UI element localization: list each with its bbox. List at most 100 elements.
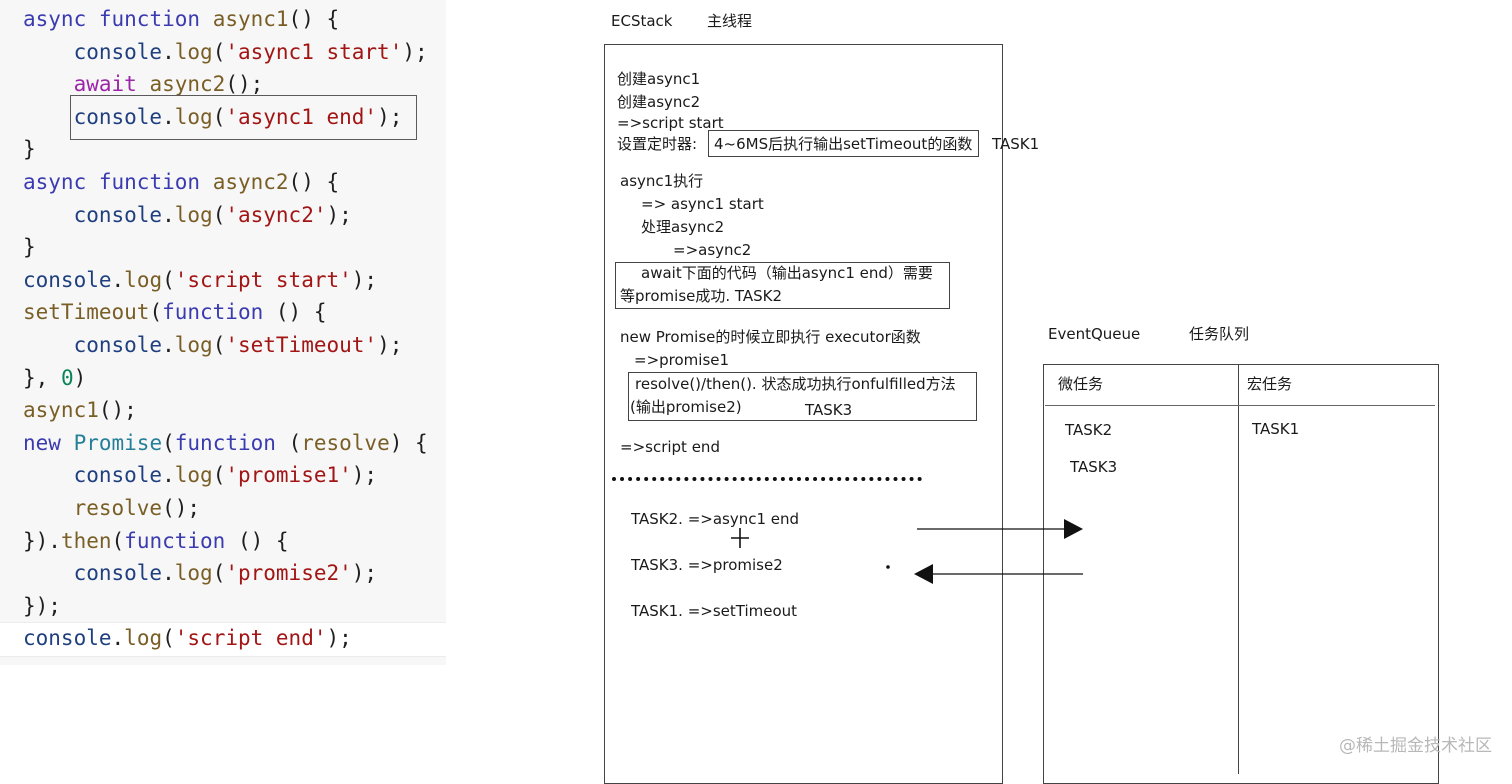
code-line: console.log('async2'); xyxy=(23,199,352,231)
dotted-separator xyxy=(612,477,922,481)
code-line: }, 0) xyxy=(23,362,86,394)
ecstack-title: ECStack xyxy=(611,12,673,30)
code-token: ( xyxy=(212,202,226,227)
watermark: @稀土掘金技术社区 xyxy=(1339,736,1492,756)
code-token: log xyxy=(174,463,213,488)
code-token: Promise xyxy=(73,430,163,455)
code-token: ); xyxy=(377,333,403,357)
code-token: () { xyxy=(288,7,340,31)
timer-box xyxy=(708,130,979,157)
arrow-from-queue xyxy=(914,564,1083,584)
code-token: 'script end' xyxy=(174,626,327,651)
task1-tag: TASK1 xyxy=(992,135,1040,153)
code-token: log xyxy=(174,561,213,586)
exec-task3: TASK3. =>promise2 xyxy=(631,556,783,574)
code-line: new Promise(function (resolve) { xyxy=(23,427,428,459)
code-token: 'async1 end' xyxy=(225,104,378,129)
code-token: function xyxy=(124,528,226,553)
code-line: }).then(function () { xyxy=(23,525,289,557)
stack-handle-async2: 处理async2 xyxy=(641,218,725,236)
code-token: () { xyxy=(263,300,327,325)
code-token: (); xyxy=(98,398,137,423)
code-token: 0 xyxy=(60,365,74,390)
code-token: ( xyxy=(162,267,175,292)
code-token: console xyxy=(73,202,163,227)
code-token: log xyxy=(174,39,213,64)
queue-column-divider xyxy=(1238,364,1239,774)
code-token: await xyxy=(73,72,137,97)
code-token: async1 xyxy=(212,7,289,31)
code-token: . xyxy=(162,333,175,357)
exec-task2: TASK2. =>async1 end xyxy=(631,510,800,528)
code-token: ( xyxy=(275,430,302,455)
code-token: . xyxy=(111,626,125,651)
code-line: console.log('setTimeout'); xyxy=(23,329,403,361)
code-line: resolve(); xyxy=(23,492,200,524)
code-token: function xyxy=(98,170,201,194)
stack-async2-out: =>async2 xyxy=(673,241,752,259)
code-token: console xyxy=(23,626,112,651)
code-token: 'setTimeout' xyxy=(225,333,378,357)
code-line: } xyxy=(23,231,36,263)
code-line: console.log('script start'); xyxy=(23,264,377,296)
stack-script-start: =>script start xyxy=(617,114,724,132)
code-line: async function async2() { xyxy=(23,166,339,198)
code-token: ( xyxy=(162,430,175,455)
task3-tag: TASK3 xyxy=(805,401,853,419)
code-token: console xyxy=(73,333,163,357)
code-token: 'promise1' xyxy=(225,463,352,488)
microtask-header: 微任务 xyxy=(1058,375,1104,393)
code-token: async2 xyxy=(212,170,289,194)
stack-new-promise: new Promise的时候立即执行 executor函数 xyxy=(620,328,921,346)
code-line: console.log('async1 start'); xyxy=(23,36,428,68)
code-token: (); xyxy=(162,496,201,520)
code-token: } xyxy=(23,137,36,162)
macrotask-item: TASK1 xyxy=(1252,420,1300,438)
task-queue-subtitle: 任务队列 xyxy=(1189,325,1250,343)
await-line-1: await下面的代码（输出async1 end）需要 xyxy=(641,264,933,282)
stack-async1-exec: async1执行 xyxy=(620,172,704,190)
code-line: console.log('promise2'); xyxy=(23,557,378,589)
code-line: console.log('promise1'); xyxy=(23,459,378,491)
code-token: function xyxy=(162,300,264,325)
code-token: ( xyxy=(212,39,226,64)
code-token: function xyxy=(174,430,276,455)
code-token: console xyxy=(73,561,163,586)
code-token: . xyxy=(162,463,175,488)
code-token: console xyxy=(73,39,163,64)
exec-task1: TASK1. =>setTimeout xyxy=(631,602,798,620)
code-token: ); xyxy=(377,104,403,129)
code-token: } xyxy=(23,235,36,260)
resolve-line-2: (输出promise2) xyxy=(630,398,742,416)
code-line: async function async1() { xyxy=(23,3,339,35)
code-line: await async2(); xyxy=(23,68,264,100)
code-token: . xyxy=(162,104,175,129)
code-token: log xyxy=(124,267,163,292)
code-token: async1 xyxy=(23,398,99,423)
code-token: . xyxy=(111,267,125,292)
code-token: 'async1 start' xyxy=(225,39,403,64)
code-token: ); xyxy=(351,561,378,586)
code-line: } xyxy=(23,133,36,165)
code-token: ( xyxy=(212,463,226,488)
queue-header-divider xyxy=(1045,405,1435,406)
stack-create-async1: 创建async1 xyxy=(617,70,701,88)
await-box xyxy=(615,262,950,309)
cursor-crosshair-icon xyxy=(731,528,749,548)
current-line-highlight xyxy=(0,622,446,657)
code-token: ) { xyxy=(389,430,428,455)
code-token: }, xyxy=(23,365,61,390)
code-line: console.log('async1 end'); xyxy=(23,101,403,133)
timer-box-text: 4~6MS后执行输出setTimeout的函数 xyxy=(714,135,973,153)
code-token: 'promise2' xyxy=(225,561,352,586)
code-token: ); xyxy=(402,39,428,64)
arrow-to-queue xyxy=(917,519,1083,539)
code-token: 'async2' xyxy=(225,202,327,227)
code-token: 'script start' xyxy=(174,267,352,292)
code-token: ( xyxy=(212,561,226,586)
stack-set-timer-label: 设置定时器: xyxy=(617,135,698,153)
code-token: console xyxy=(23,267,112,292)
resolve-box xyxy=(628,372,977,421)
code-token: ) xyxy=(73,365,87,390)
